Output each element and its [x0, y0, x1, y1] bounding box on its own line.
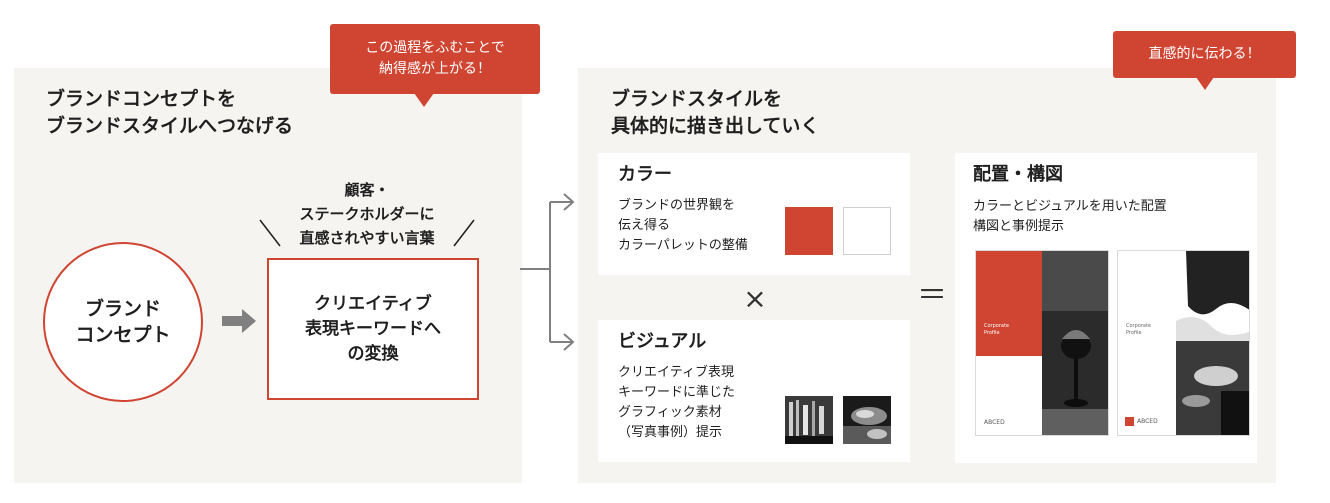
times-symbol: ×	[743, 282, 767, 315]
visual-card-desc: クリエイティブ表現 キーワードに準じた グラフィック素材 （写真事例）提示	[618, 365, 736, 440]
sample2-photo	[1176, 251, 1249, 435]
creative-keyword-label: クリエイティブ 表現キーワードへ の変換	[305, 293, 441, 364]
sample1-photo	[1042, 251, 1108, 435]
sample2-brand: ABCED	[1137, 418, 1158, 425]
left-callout-tail	[414, 93, 434, 107]
layout-card-title: 配置・構図	[973, 164, 1063, 185]
bracket-right-slash	[452, 218, 476, 252]
brand-concept-circle: ブランド コンセプト	[43, 242, 203, 402]
photo-thumbnail-2	[843, 396, 891, 444]
swatch-white	[843, 207, 891, 255]
color-card-title: カラー	[618, 164, 672, 185]
layout-sample-1: Corporate Profile ABCED	[975, 250, 1109, 436]
creative-keyword-box: クリエイティブ 表現キーワードへ の変換	[267, 258, 479, 400]
branch-connector	[520, 190, 580, 359]
left-callout-bubble: この過程をふむことで 納得感が上がる！	[330, 24, 540, 94]
equals-symbol: ＝	[917, 278, 947, 313]
sample1-brand: ABCED	[984, 419, 1005, 426]
sample1-red-band	[976, 251, 1042, 356]
color-card-desc: ブランドの世界観を 伝え得る カラーパレットの整備	[618, 198, 748, 253]
layout-sample-2: Corporate Profile ABCED	[1117, 250, 1250, 436]
right-panel-title: ブランドスタイルを 具体的に描き出していく	[611, 88, 820, 137]
left-panel-title: ブランドコンセプトを ブランドスタイルへつなげる	[46, 88, 294, 137]
sample2-logo-icon	[1125, 417, 1134, 426]
bracket-left-slash	[258, 218, 282, 252]
audience-text: 顧客・ ステークホルダーに 直感されやすい言葉	[299, 181, 435, 247]
sample2-heading: Corporate Profile	[1126, 323, 1151, 336]
layout-card-desc: カラーとビジュアルを用いた配置 構図と事例提示	[973, 199, 1167, 234]
swatch-red	[785, 207, 833, 255]
photo-thumbnail-1	[785, 396, 833, 444]
sample1-heading: Corporate Profile	[984, 323, 1009, 336]
visual-card-title: ビジュアル	[618, 331, 707, 352]
brand-concept-label: ブランド コンセプト	[75, 298, 171, 346]
right-callout-bubble: 直感的に伝わる！	[1113, 31, 1296, 78]
arrow-right-icon	[222, 309, 256, 337]
right-callout-tail	[1196, 77, 1214, 90]
